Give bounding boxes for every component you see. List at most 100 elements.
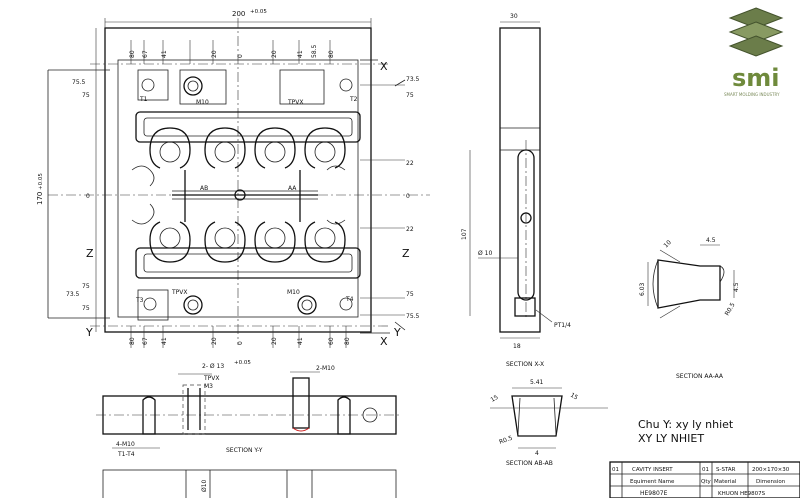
tb-r3-c1: HE9807E: [640, 490, 668, 497]
note-block: Chu Y: xy ly nhiet XY LY NHIET: [638, 418, 734, 445]
dim-left-6: 75: [82, 305, 90, 312]
dim-bot-5: 0: [237, 341, 244, 345]
dim-bot-3: 41: [161, 337, 168, 345]
dim-right-4: 0: [406, 193, 410, 200]
aa-dim-1: 4.5: [706, 237, 716, 244]
label-t3: T3: [135, 297, 144, 304]
top-view: [47, 18, 430, 348]
dim-top-5: 0: [237, 54, 244, 58]
dim-bot-1: 80: [129, 337, 136, 345]
note-line-1: Chu Y: xy ly nhiet: [638, 418, 734, 431]
tb-r3-c2: KHUON HE9807S: [718, 491, 766, 497]
logo-mark-icon: [728, 7, 784, 57]
label-t1: T1: [139, 96, 148, 103]
dim-bot-4: 20: [211, 337, 218, 345]
dim-left-1: 75.5: [72, 79, 86, 86]
ab-dim-4: R0.5: [498, 435, 513, 446]
section-ab-title: SECTION AB-AB: [506, 460, 553, 467]
dim-right-6: 75: [406, 291, 414, 298]
dim-bot-8: 60: [328, 337, 335, 345]
dim-right-3: 22: [406, 160, 414, 167]
ab-dim-3: 15: [569, 392, 579, 402]
label-ab: AB: [200, 185, 208, 192]
overall-width-tol: +0.05: [250, 9, 267, 15]
section-ab: 5.41 15 15 R0.5 4 SECTION AB-AB: [490, 379, 608, 467]
tb-r2-c2: Qty: [701, 479, 711, 485]
dim-bot-9: 80: [344, 337, 351, 345]
tb-r1-c5: 200×170×30: [752, 467, 790, 473]
section-y-left: Y: [85, 326, 93, 339]
top-view-labels: 200 +0.05 170 +0.05 80 67 41 20 0 20 41 …: [36, 9, 420, 348]
title-block: 01 CAVITY INSERT 01 S-STAR 200×170×30 Eq…: [609, 461, 800, 498]
dim-right-7: 75.5: [406, 313, 420, 320]
label-aa: AA: [288, 185, 297, 192]
dim-right-1: 73.5: [406, 76, 420, 83]
overall-height: 170: [36, 192, 44, 205]
label-m10-bot: M10: [287, 289, 300, 296]
yy-callout-m3: M3: [204, 383, 213, 390]
side-thread: PT1/4: [554, 322, 571, 329]
tb-r1-c3: 01: [702, 467, 709, 473]
tb-r1-c1: 01: [612, 467, 619, 473]
aa-dim-2: 10: [662, 239, 672, 249]
label-tpvx-bot: TPVX: [171, 289, 188, 296]
dim-right-5: 22: [406, 226, 414, 233]
tb-r2-c1: Equiment Name: [630, 479, 675, 485]
side-hole: Ø 10: [478, 250, 492, 257]
aa-dim-3: 6.03: [639, 282, 646, 296]
yy-callout-m10: 2-M10: [316, 365, 335, 372]
dim-top-8: 58.5: [311, 44, 318, 58]
yy-callout-tpvx: TPVX: [203, 375, 220, 382]
dim-left-5: 73.5: [66, 291, 80, 298]
section-y-right: Y: [393, 326, 401, 339]
dim-top-4: 20: [211, 50, 218, 58]
dim-left-4: 75: [82, 283, 90, 290]
section-xx-title: SECTION X-X: [506, 361, 544, 368]
yy-callout-t1t4: T1-T4: [117, 451, 135, 458]
dim-top-3: 41: [161, 50, 168, 58]
ab-dim-1: 5.41: [530, 379, 544, 386]
side-top-width: 30: [510, 13, 518, 20]
yy-callout-holes: 2- Ø 13: [202, 363, 224, 370]
dim-bot-2: 67: [142, 337, 149, 345]
label-tpvx-top: TPVX: [287, 99, 304, 106]
section-z-right: Z: [402, 247, 410, 260]
label-t2: T2: [349, 96, 358, 103]
logo-tagline: SMART MOLDING INDUSTRY: [724, 92, 780, 97]
section-aa: 4.5 10 6.03 4.5 R0.5 SECTION AA-AA: [639, 237, 740, 380]
overall-height-tol: +0.05: [38, 173, 44, 190]
dim-top-1: 80: [129, 50, 136, 58]
section-x-top: X: [380, 60, 388, 73]
note-line-2: XY LY NHIET: [638, 432, 704, 445]
section-yy: 2- Ø 13 +0.05 TPVX M3 2-M10 4-M10 T1-T4 …: [96, 360, 400, 498]
dim-left-3: 0: [86, 193, 90, 200]
side-height: 107: [461, 228, 468, 240]
yy-callout-d10: Ø10: [201, 479, 208, 492]
tb-r2-c4: Dimension: [756, 479, 786, 485]
dim-top-9: 80: [328, 50, 335, 58]
label-m10-top: M10: [196, 99, 209, 106]
side-base: 18: [513, 343, 521, 350]
yy-tol: +0.05: [234, 360, 251, 366]
section-x-bottom: X: [380, 335, 388, 348]
dim-top-6: 20: [271, 50, 278, 58]
label-t4: T4: [345, 296, 354, 303]
section-aa-title: SECTION AA-AA: [676, 373, 724, 380]
side-view: 30 107 Ø 10 PT1/4 18 SECTION X-X: [461, 13, 571, 368]
dim-bot-7: 41: [297, 337, 304, 345]
section-z-left: Z: [86, 247, 94, 260]
tb-r2-c3: Material: [714, 479, 737, 485]
yy-callout-4m10: 4-M10: [116, 441, 135, 448]
tb-r1-c2: CAVITY INSERT: [632, 467, 673, 473]
dim-top-2: 67: [142, 50, 149, 58]
ab-dim-5: 4: [535, 450, 539, 457]
tb-r1-c4: S-STAR: [716, 467, 736, 473]
ab-dim-2: 15: [490, 394, 500, 404]
dim-bot-6: 20: [271, 337, 278, 345]
dim-left-2: 75: [82, 92, 90, 99]
aa-dim-4: 4.5: [733, 282, 740, 292]
section-yy-title: SECTION Y-Y: [226, 447, 263, 454]
dim-top-7: 41: [297, 50, 304, 58]
logo-text: smi: [732, 64, 780, 92]
